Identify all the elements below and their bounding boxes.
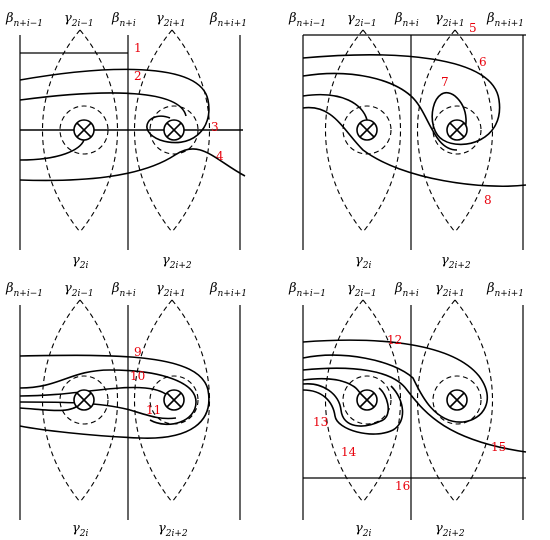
panel-skeleton: [302, 299, 524, 521]
panel-bottom-right: βn+i−1 γ2i−1 βn+i γ2i+1 βn+i+1 γ2i γ2i+2…: [288, 281, 527, 539]
curve-8: [302, 106, 527, 188]
curve-number: 10: [130, 369, 145, 383]
curve-2: [19, 92, 187, 117]
curve-15: [302, 367, 527, 453]
curve-inner: [19, 139, 85, 161]
dashed-circle: [342, 375, 392, 425]
label-gamma-a: γ2i−1: [64, 281, 94, 299]
curve-7: [302, 72, 458, 151]
curve-number: 4: [216, 149, 224, 163]
curve-number: 3: [211, 120, 219, 134]
curve-number: 7: [441, 75, 449, 89]
label-beta-right: βn+i+1: [209, 281, 247, 299]
curve-number: 2: [134, 69, 142, 83]
panel-skeleton: [302, 29, 524, 251]
circled-times-icon: [163, 389, 185, 411]
label-beta-mid: βn+i: [394, 11, 419, 29]
label-gamma-a: γ2i−1: [347, 281, 377, 299]
label-gamma-d: γ2i+2: [441, 253, 471, 271]
circled-times-icon: [446, 389, 468, 411]
circled-times-icon: [356, 389, 378, 411]
curve-number: 9: [134, 345, 142, 359]
label-gamma-b: γ2i+1: [435, 281, 465, 299]
panel-top-right: βn+i−1 γ2i−1 βn+i γ2i+1 βn+i+1 γ2i γ2i+2…: [288, 11, 527, 271]
label-gamma-b: γ2i+1: [156, 281, 186, 299]
curve-number: 1: [134, 41, 142, 55]
dashed-circle: [59, 375, 109, 425]
curve-11: [19, 386, 173, 401]
curve-inner: [302, 93, 368, 121]
label-gamma-d: γ2i+2: [435, 521, 465, 539]
curve-number: 5: [469, 21, 477, 35]
label-beta-right: βn+i+1: [486, 281, 524, 299]
circled-times-icon: [356, 119, 378, 141]
curve-number: 15: [491, 440, 506, 454]
curve-number: 16: [395, 479, 410, 493]
label-gamma-c: γ2i: [355, 521, 372, 539]
curve-14: [302, 385, 404, 435]
label-beta-right: βn+i+1: [209, 11, 247, 29]
label-gamma-a: γ2i−1: [347, 11, 377, 29]
label-gamma-d: γ2i+2: [162, 253, 192, 271]
label-gamma-a: γ2i−1: [64, 11, 94, 29]
curve-4: [19, 148, 246, 182]
label-beta-left: βn+i−1: [288, 11, 326, 29]
panel-bottom-left: βn+i−1 γ2i−1 βn+i γ2i+1 βn+i+1 γ2i γ2i+2…: [5, 281, 247, 539]
label-gamma-d: γ2i+2: [158, 521, 188, 539]
label-beta-mid: βn+i: [111, 11, 136, 29]
curve-13: [302, 383, 390, 427]
dashed-circle: [432, 105, 482, 155]
curve-12: [302, 339, 489, 423]
label-beta-mid: βn+i: [111, 281, 136, 299]
curve-number: 12: [387, 333, 402, 347]
curve-inner: [19, 401, 177, 420]
label-beta-right: βn+i+1: [486, 11, 524, 29]
panel-skeleton: [19, 29, 241, 251]
label-gamma-c: γ2i: [72, 521, 89, 539]
dashed-circle: [342, 105, 392, 155]
label-gamma-c: γ2i: [355, 253, 372, 271]
label-beta-mid: βn+i: [394, 281, 419, 299]
label-gamma-b: γ2i+1: [435, 11, 465, 29]
curve-inner: [302, 377, 362, 395]
label-beta-left: βn+i−1: [5, 11, 43, 29]
label-gamma-b: γ2i+1: [156, 11, 186, 29]
curve-inner: [19, 403, 81, 412]
circled-times-icon: [163, 119, 185, 141]
curve-number: 13: [313, 415, 328, 429]
curve-number: 6: [479, 55, 487, 69]
circled-times-icon: [73, 119, 95, 141]
dashed-circle: [432, 375, 482, 425]
curve-6: [302, 54, 501, 146]
curve-number: 14: [341, 445, 357, 459]
label-gamma-c: γ2i: [72, 253, 89, 271]
curve-1: [19, 68, 210, 144]
curve-10: [19, 369, 197, 426]
panel-top-left: βn+i−1 γ2i−1 βn+i γ2i+1 βn+i+1 γ2i γ2i+2…: [5, 11, 247, 271]
curve-number: 8: [484, 193, 492, 207]
circled-times-icon: [446, 119, 468, 141]
curve-9: [19, 354, 210, 439]
curve-number: 11: [146, 403, 161, 417]
label-beta-left: βn+i−1: [288, 281, 326, 299]
label-beta-left: βn+i−1: [5, 281, 43, 299]
circled-times-icon: [73, 389, 95, 411]
